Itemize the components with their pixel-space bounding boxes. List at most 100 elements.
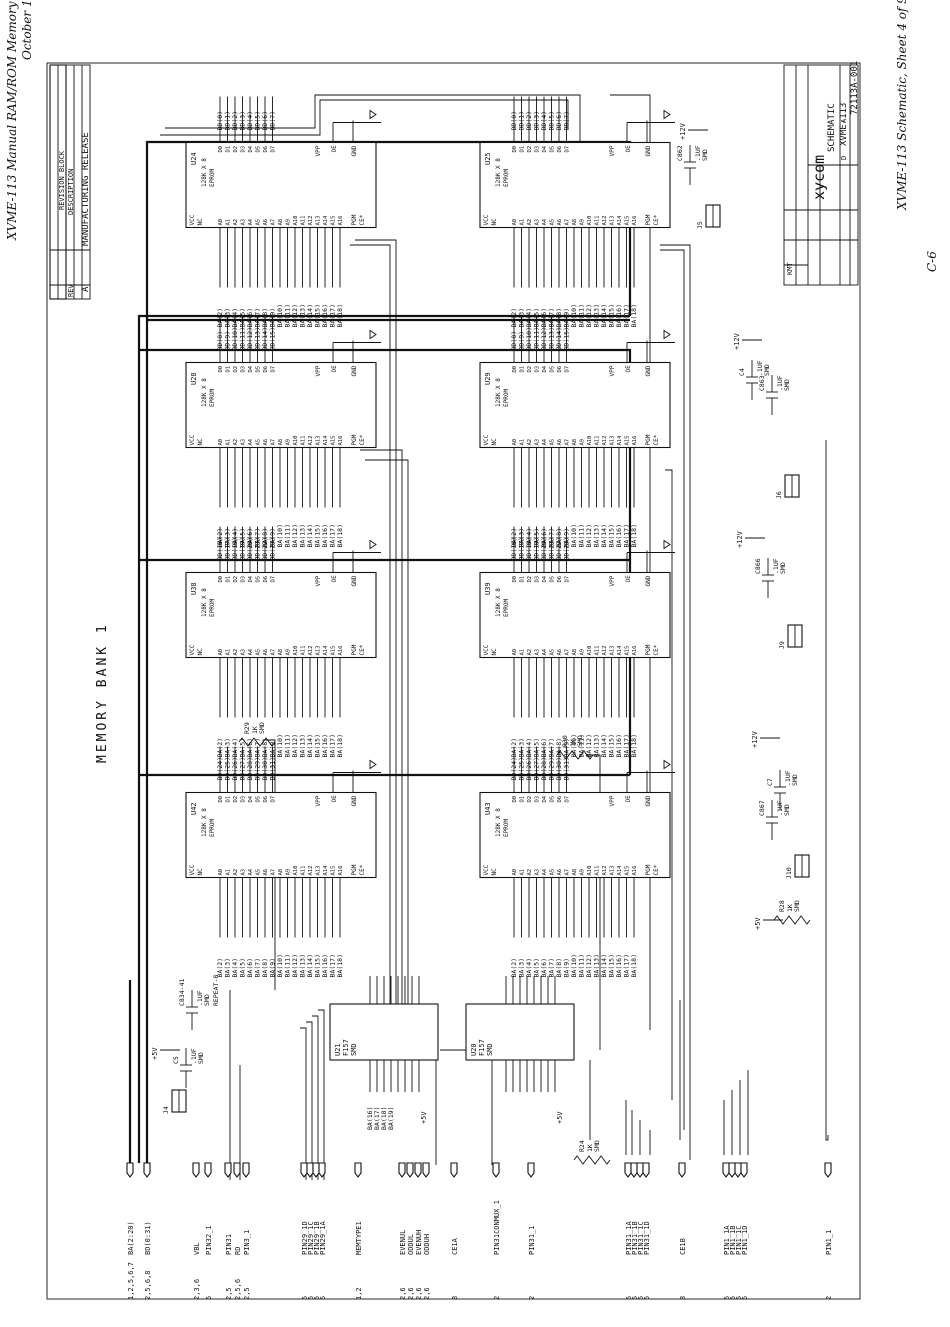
mux-body [465,1003,575,1061]
data-pin: D6 [263,796,269,803]
addr-pin: A11 [301,866,307,876]
addr-pin: A3 [535,869,541,876]
addr-pin: A12 [602,646,608,656]
addr-pin: A13 [316,866,322,876]
addr-signal: BA(11) [578,524,586,547]
offpage-signal-name: ODDUL [407,1234,415,1255]
addr-signal: BA(17) [623,524,631,547]
eprom-ref: U25 [484,152,492,165]
resistor-value: 1K [569,739,577,747]
addr-signal: BA(12) [585,304,593,327]
addr-pin: A12 [602,436,608,446]
data-signal: BD(15) [269,327,277,350]
eprom-body [185,361,377,449]
cap-sub: SMD [701,149,709,161]
addr-pin: A5 [550,649,556,656]
addr-signal: BA(9) [269,958,277,978]
drawn-by: KMT [786,262,794,275]
addr-signal: BA(10) [570,734,578,757]
addr-signal: BA(14) [600,954,608,977]
mux-supply: +5V [556,1111,564,1124]
addr-pin: A14 [323,215,329,226]
power-label: +12V [751,730,759,748]
jumper-ref: J6 [775,491,783,499]
addr-pin: A11 [301,436,307,446]
offpage-sheet-refs: 2,5 [243,1287,251,1300]
data-pin: D2 [527,576,533,583]
mux-type: F157 [478,1039,486,1056]
data-pin: D2 [233,576,239,583]
resistor-ref: R30 [561,735,569,747]
addr-pin: A8 [572,219,578,226]
data-signal: BD(25) [224,757,232,780]
addr-pin: A16 [632,436,638,446]
addr-pin: A2 [527,869,533,876]
addr-pin: A7 [565,219,571,226]
addr-pin: A7 [565,439,571,446]
data-pin: D4 [542,145,548,152]
eprom-ref: U38 [190,582,198,595]
addr-pin: A15 [331,216,337,226]
mux-type: F157 [342,1039,350,1056]
manual-title: XVME-113 Manual RAM/ROM Memory Mod [5,0,19,241]
resistor-sub: SMD [258,722,266,734]
offpage-flag [224,1162,232,1178]
addr-pin: A11 [595,866,601,876]
pin-pgm: PGM [351,864,358,875]
addr-pin: A10 [587,216,593,226]
eprom-sub: EPROM [209,389,216,407]
addr-pin: A12 [602,866,608,876]
addr-signal: BA(16) [615,954,623,977]
revision-block: REVISION BLOCK REV DESCRIPTION A MANUFAC… [49,64,91,300]
offpage-connector: PIN1_1C5 [734,1162,743,1300]
offpage-sheet-refs: 2,5 [225,1287,233,1300]
power-rail: +12V [751,730,780,748]
offpage-flag [192,1162,200,1178]
data-pin: D4 [248,795,254,802]
data-signal: BD(10) [231,327,239,350]
addr-pin: A8 [572,439,578,446]
pin-vcc: VCC [189,864,196,875]
addr-signal: BA(17) [623,734,631,757]
addr-pin: A4 [248,868,254,875]
data-signal: BD(15) [563,327,571,350]
offpage-sheet-refs: 5 [643,1296,651,1300]
eprom-ref: U43 [484,802,492,815]
offpage-flag [527,1162,535,1178]
data-pin: D1 [520,576,526,583]
data-pin: D6 [557,576,563,583]
data-pin: D5 [256,366,262,373]
data-signal: BD(29) [548,757,556,780]
eprom-body [479,571,671,659]
pin-vpp: VPP [315,365,322,376]
pin-nc: NC [491,868,498,876]
pin-nc: NC [491,218,498,226]
addr-signal: BA(11) [578,954,586,977]
cap-ref: C866 [754,558,762,574]
data-pin: D5 [256,796,262,803]
data-signal: BD(14) [261,327,269,350]
offpage-sheet-refs: 5 [723,1296,731,1300]
data-pin: D0 [512,796,518,803]
offpage-sheet-refs: 5 [631,1296,639,1300]
cap-sub: SMD [197,1052,205,1064]
pin-ce: CE* [653,434,660,445]
data-pin: D3 [241,576,247,583]
data-pin: D7 [565,366,571,373]
data-signal: BD(27) [533,757,541,780]
offpage-sheet-refs: 2 [493,1296,501,1300]
addr-signal: BA(14) [306,524,314,547]
jumper-j10: J10 [785,854,810,879]
data-pin: D2 [527,366,533,373]
offpage-signal-name: VBL [193,1242,201,1255]
data-pin: D0 [512,576,518,583]
eprom-body [185,571,377,659]
eprom-type: 128K X 8 [495,588,502,617]
addr-pin: A14 [617,435,623,446]
jumper-j4: J4 [162,1089,187,1114]
addr-pin: A3 [535,439,541,446]
